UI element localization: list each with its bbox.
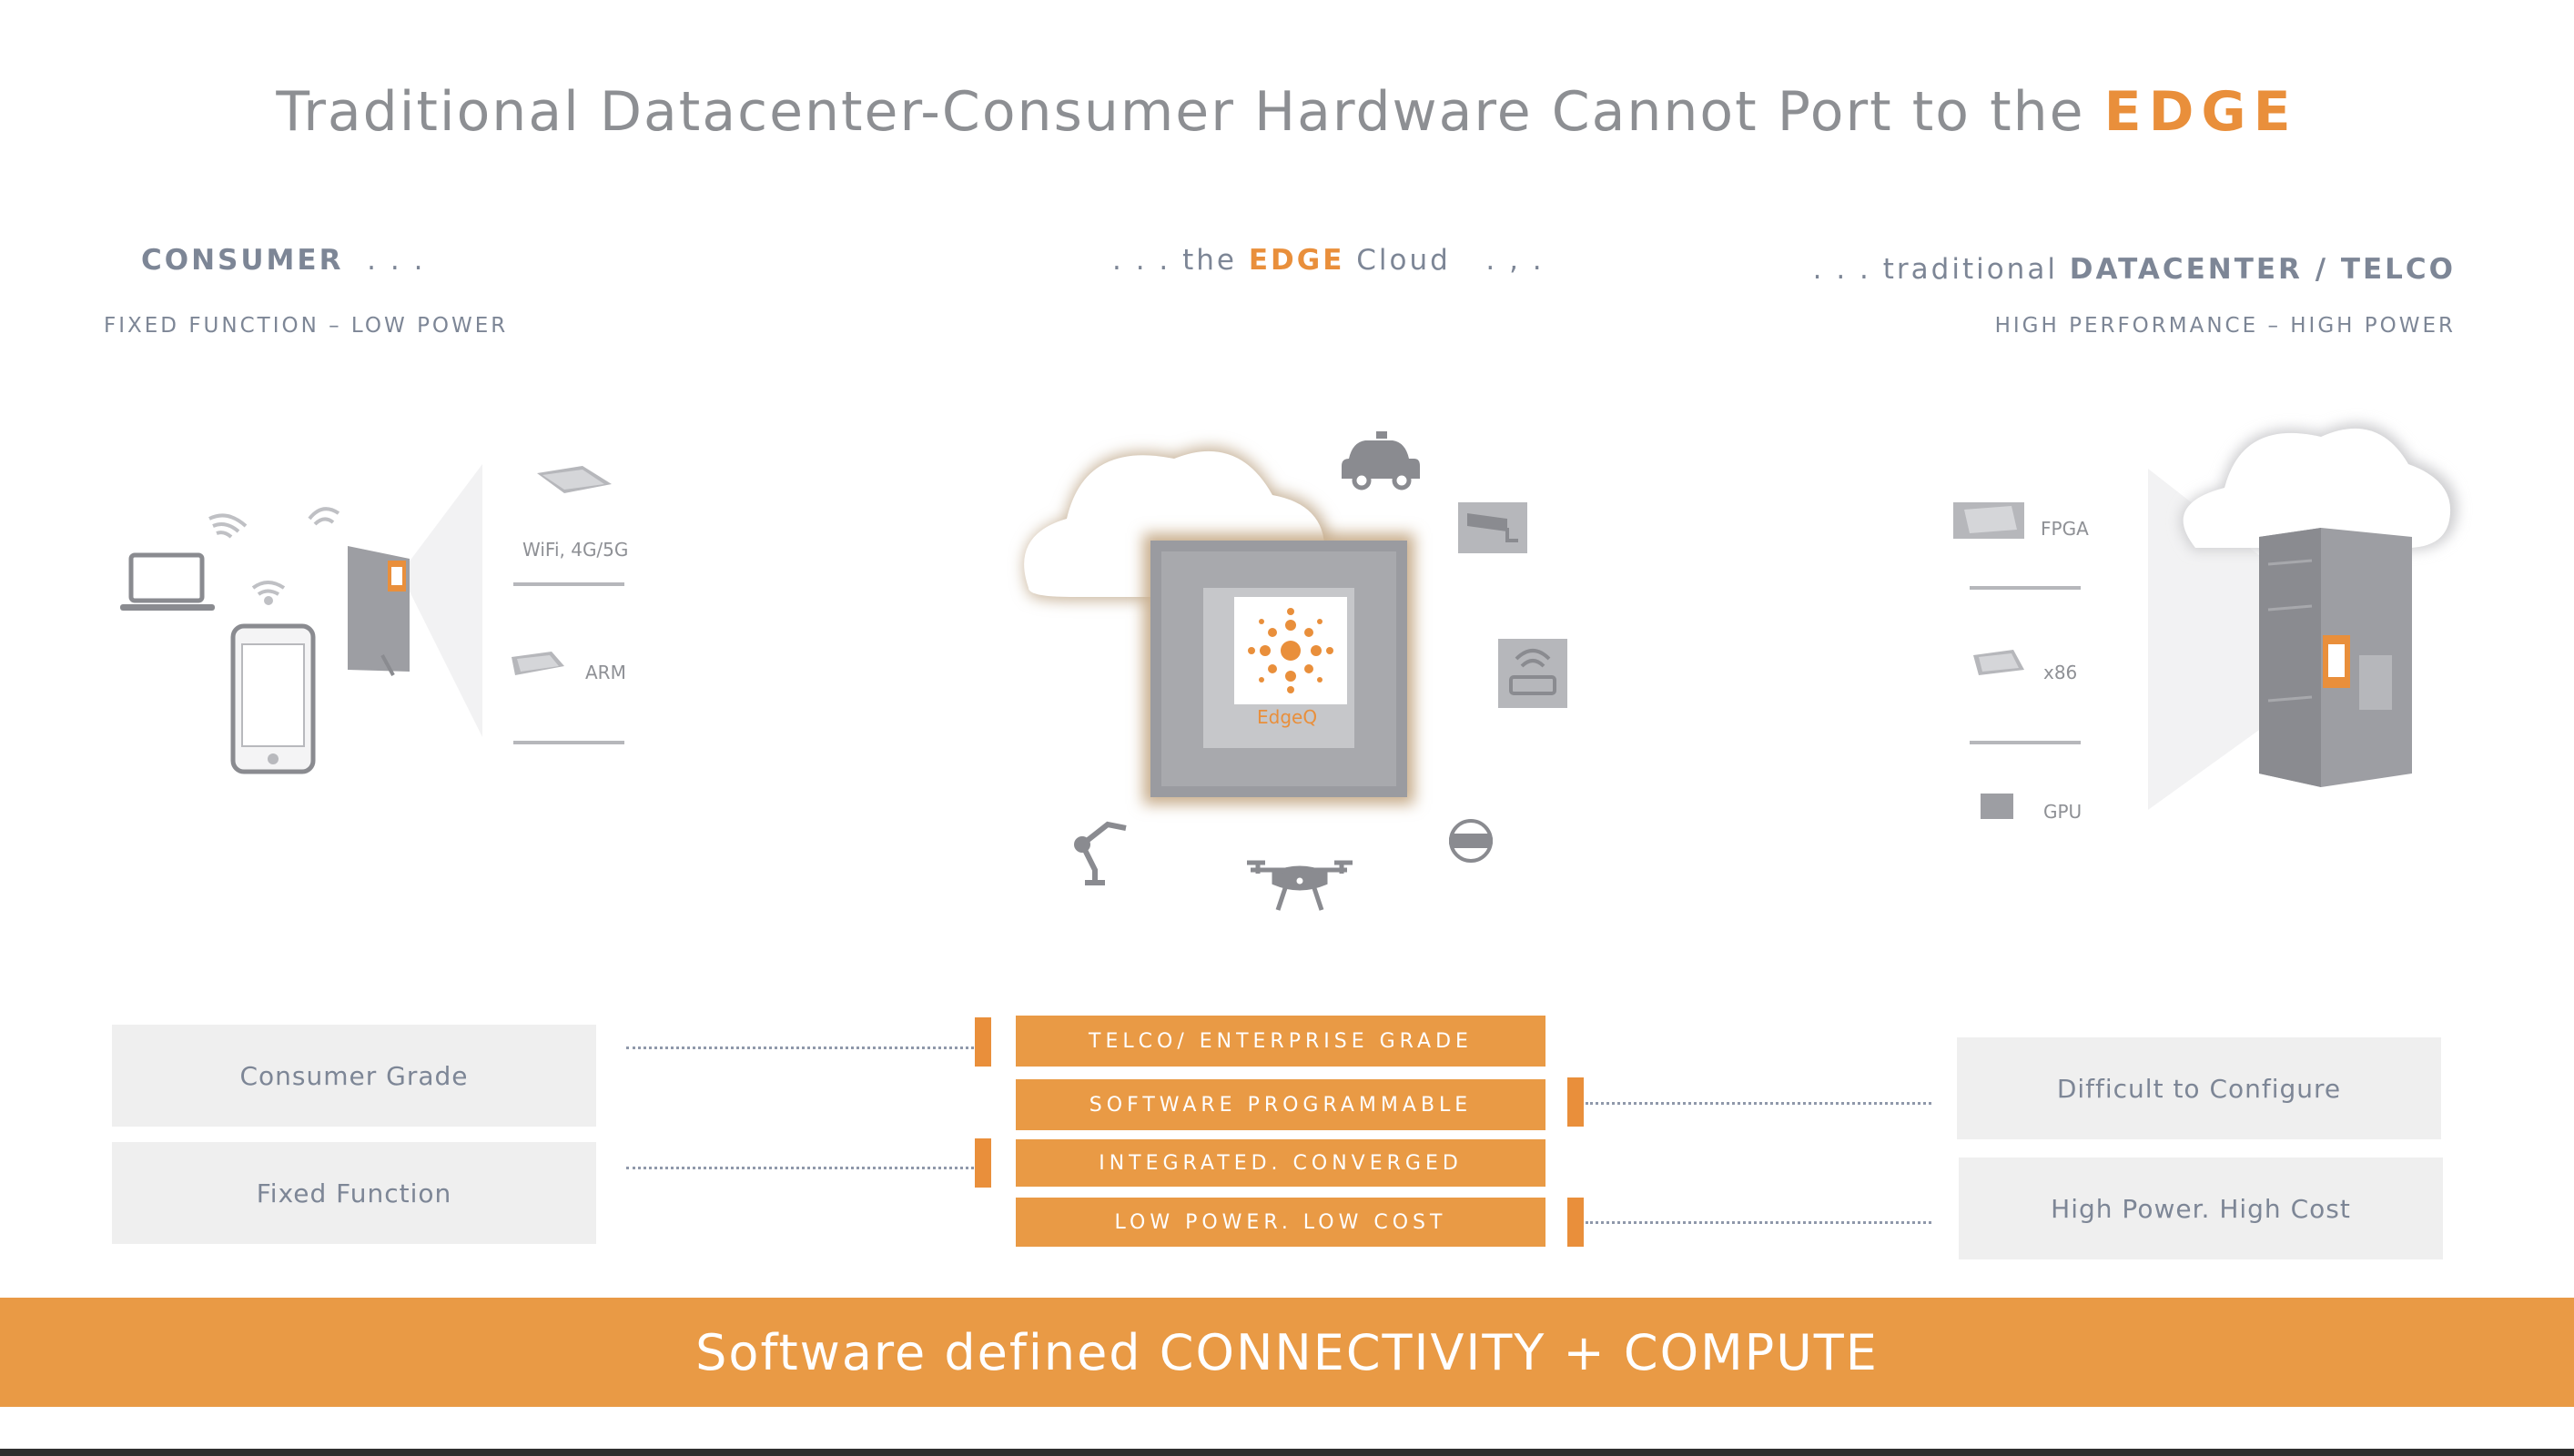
connector-dotted-line [1586, 1221, 1931, 1224]
device-icon [348, 546, 410, 676]
consumer-heading: CONSUMER . . . [141, 244, 425, 277]
datacenter-cloud-icon [2180, 423, 2457, 551]
connector-tick [1567, 1077, 1584, 1127]
consumer-heading-dots: . . . [367, 244, 426, 277]
connector-dotted-line [1586, 1102, 1931, 1105]
edge-heading-trail: . , . [1485, 244, 1545, 277]
title-highlight: EDGE [2103, 80, 2298, 144]
vr-headset-icon [1449, 819, 1493, 863]
connector-tick [1567, 1198, 1584, 1247]
datacenter-illustration [1953, 423, 2457, 819]
fpga-chip-icon [1953, 502, 2024, 539]
robot-arm-icon [1074, 821, 1127, 885]
consumer-heading-text: CONSUMER [141, 244, 344, 277]
edgeq-chip-label: EdgeQ [1257, 706, 1318, 728]
bottom-banner: Software defined CONNECTIVITY + COMPUTE [0, 1298, 2574, 1407]
edgeq-logo-icon [1248, 608, 1333, 693]
right-box-difficult-configure: Difficult to Configure [1957, 1037, 2441, 1139]
gpu-chip-icon [1981, 794, 2013, 819]
connector-tick [975, 1017, 991, 1067]
left-box-fixed-function: Fixed Function [112, 1142, 596, 1244]
datacenter-heading-prefix: . . . traditional [1812, 253, 2070, 286]
connector-dotted-line [626, 1046, 974, 1049]
right-box-high-power: High Power. High Cost [1959, 1158, 2443, 1259]
edge-cloud-illustration [1024, 431, 1567, 911]
datacenter-chip-label-gpu: GPU [2043, 801, 2083, 823]
consumer-chip-label-wifi: WiFi, 4G/5G [522, 539, 629, 561]
center-box-low-power: LOW POWER. LOW COST [1016, 1198, 1545, 1247]
arm-chip-icon [512, 652, 564, 675]
consumer-subtitle: FIXED FUNCTION – LOW POWER [104, 314, 509, 338]
left-box-consumer-grade: Consumer Grade [112, 1025, 596, 1127]
security-camera-icon [1458, 502, 1527, 553]
edge-heading-suffix: Cloud [1344, 244, 1451, 277]
smartphone-icon [230, 623, 316, 774]
wifi-chip-icon [537, 466, 612, 493]
title-text: Traditional Datacenter-Consumer Hardware… [276, 80, 2104, 144]
wifi-icon [208, 507, 340, 605]
car-icon [1342, 431, 1420, 490]
center-box-software-programmable: SOFTWARE PROGRAMMABLE [1016, 1079, 1545, 1130]
bottom-bar [0, 1449, 2574, 1456]
edgeq-chip [1143, 533, 1414, 804]
drone-icon [1247, 860, 1353, 911]
datacenter-heading-text: DATACENTER / TELCO [2069, 253, 2456, 286]
connector-tick [975, 1138, 991, 1188]
center-box-telco-grade: TELCO/ ENTERPRISE GRADE [1016, 1016, 1545, 1067]
edge-heading-prefix: . . . the [1112, 244, 1249, 277]
datacenter-subtitle: HIGH PERFORMANCE – HIGH POWER [1994, 314, 2456, 338]
edge-heading-highlight: EDGE [1248, 244, 1345, 277]
server-rack-icon [2259, 528, 2412, 787]
page-title: Traditional Datacenter-Consumer Hardware… [0, 80, 2574, 144]
consumer-illustration [120, 464, 624, 774]
datacenter-chip-label-fpga: FPGA [2041, 518, 2089, 540]
edge-heading: . . . the EDGE Cloud . , . [1112, 244, 1545, 277]
datacenter-heading: . . . traditional DATACENTER / TELCO [1813, 253, 2456, 286]
datacenter-chip-label-x86: x86 [2043, 662, 2078, 683]
laptop-icon [120, 552, 215, 611]
center-box-integrated: INTEGRATED. CONVERGED [1016, 1139, 1545, 1187]
consumer-chip-label-arm: ARM [585, 662, 626, 683]
router-icon [1498, 639, 1567, 708]
connector-dotted-line [626, 1167, 974, 1169]
x86-chip-icon [1973, 650, 2024, 675]
